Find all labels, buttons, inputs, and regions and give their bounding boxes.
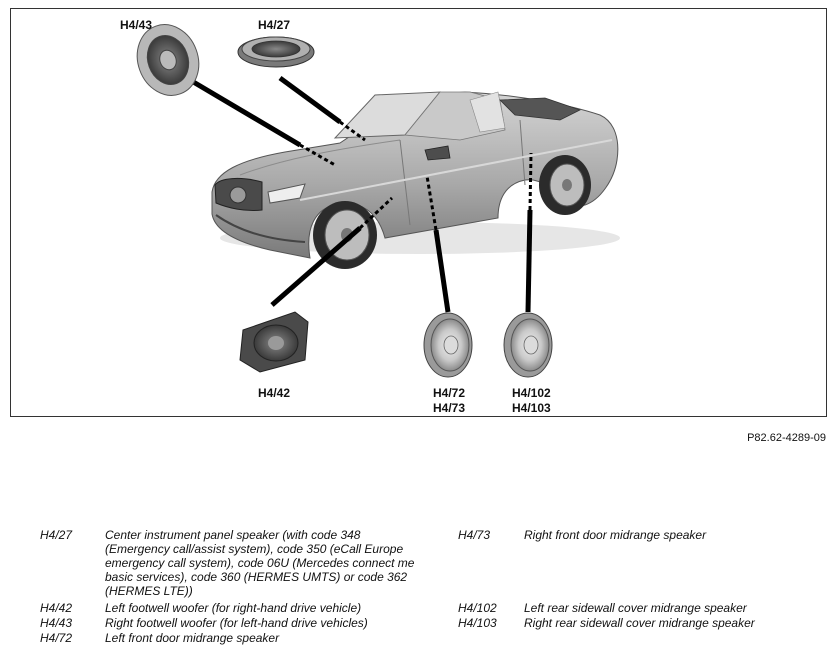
callout-h4-72: H4/72 [433,386,466,400]
callout-h4-102: H4/102 [512,386,551,400]
legend-code: H4/102 [458,601,497,615]
speaker-h4-43 [136,24,200,96]
legend-description: Left footwell woofer (for right-hand dri… [105,601,362,615]
legend-description: Left rear sidewall cover midrange speake… [524,601,747,615]
convertible-car [211,91,620,269]
figure-code: P82.62-4289-09 [747,432,826,444]
leader-lines [188,75,533,313]
callout-h4-27: H4/27 [258,18,291,32]
speaker-h4-42 [239,311,309,373]
legend-code: H4/27 [40,528,73,542]
speaker-location-diagram [136,24,620,378]
callout-h4-103: H4/103 [512,401,551,415]
legend-code: H4/42 [40,601,73,615]
legend-description: Right front door midrange speaker [524,528,707,542]
callout-h4-42: H4/42 [258,386,291,400]
legend-code: H4/73 [458,528,491,542]
legend-description: Left front door midrange speaker [105,631,280,645]
speaker-h4-27 [237,36,315,68]
legend-code: H4/103 [458,616,497,630]
legend-description: Right footwell woofer (for left-hand dri… [105,616,368,630]
speaker-h4-72-73 [423,312,473,378]
legend-description: Center instrument panel speaker (with co… [105,528,415,598]
callout-h4-43: H4/43 [120,18,153,32]
legend-code: H4/72 [40,631,73,645]
legend-description: Right rear sidewall cover midrange speak… [524,616,755,630]
speaker-h4-102-103 [503,312,553,378]
legend-code: H4/43 [40,616,73,630]
callout-h4-73: H4/73 [433,401,466,415]
figure-frame [10,8,827,417]
